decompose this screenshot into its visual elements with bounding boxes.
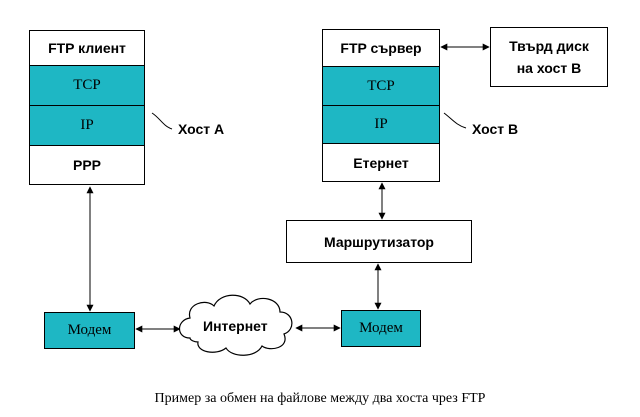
host-b-label: Хост B <box>472 121 519 137</box>
modem-b-box: Модем <box>341 310 421 347</box>
router-label: Маршрутизатор <box>324 233 434 250</box>
internet-cloud <box>178 294 293 356</box>
router-box: Маршрутизатор <box>286 220 472 263</box>
figure-caption: Пример за обмен на файлове между два хос… <box>154 391 486 406</box>
modem-b-label: Модем <box>359 320 403 336</box>
host-a-layer-label: TCP <box>73 77 101 93</box>
internet-label: Интернет <box>203 318 268 334</box>
host-b-ftp-server-layer: FTP сървер <box>322 29 440 67</box>
disk-line-2: на хост B <box>516 60 582 76</box>
host-b-ethernet-layer: Етернет <box>322 144 440 182</box>
host-b-layer-label: TCP <box>367 77 395 94</box>
host-b-pointer <box>443 112 467 129</box>
host-a-ip-layer: IP <box>29 106 145 146</box>
host-a-pointer <box>151 112 173 130</box>
host-b-ip-layer: IP <box>322 106 440 144</box>
host-a-tcp-layer: TCP <box>29 66 145 106</box>
modem-a-label: Модем <box>67 322 112 338</box>
host-a-label: Хост A <box>178 121 225 137</box>
disk-line-1: Твърд диск <box>509 38 589 54</box>
host-b-tcp-layer: TCP <box>322 67 440 106</box>
host-b-layer-label: FTP сървер <box>340 40 422 56</box>
hard-disk-box: Твърд диск на хост B <box>490 27 608 87</box>
host-b-layer-label: IP <box>374 116 388 132</box>
host-a-layer-label: PPP <box>72 157 101 173</box>
host-b-layer-label: Етернет <box>353 154 409 171</box>
modem-a-box: Модем <box>44 312 135 349</box>
host-a-layer-label: FTP клиент <box>48 40 126 56</box>
host-a-ftp-client-layer: FTP клиент <box>29 30 145 66</box>
host-a-layer-label: IP <box>80 117 94 133</box>
host-a-ppp-layer: PPP <box>29 146 145 185</box>
